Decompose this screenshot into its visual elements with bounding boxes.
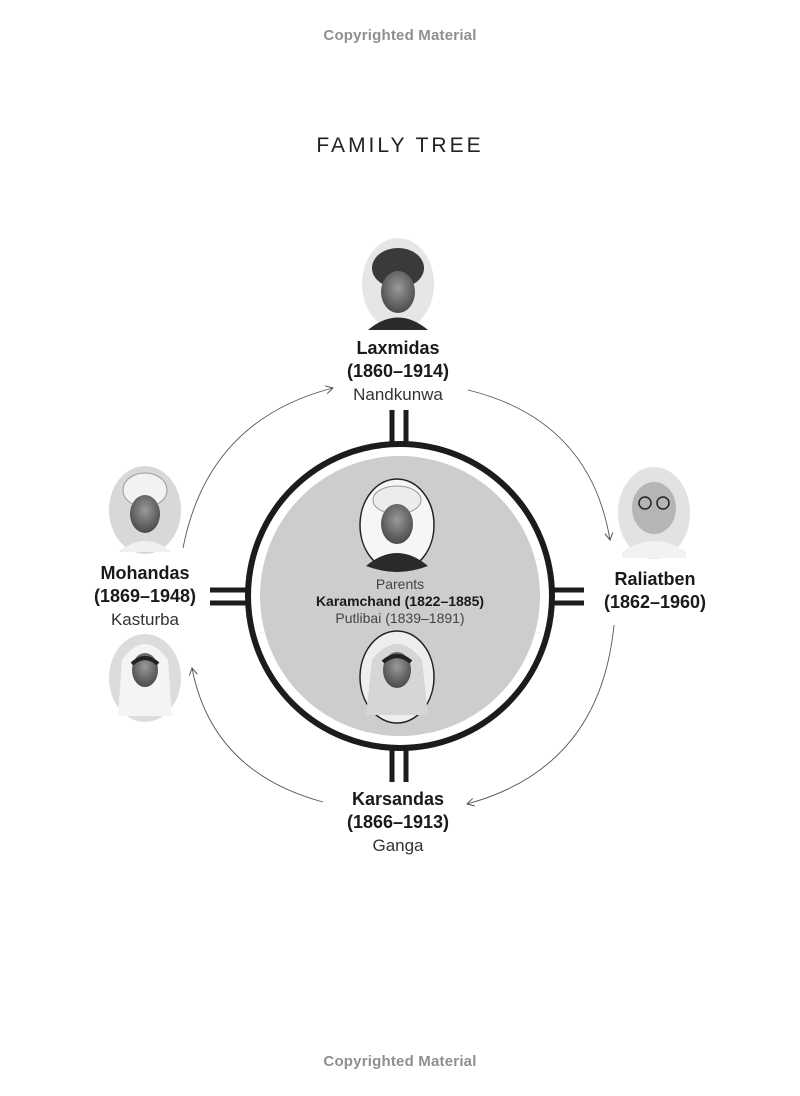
arrow-raliatben-to-karsandas (466, 624, 615, 807)
parents-block: Parents Karamchand (1822–1885) Putlibai … (250, 576, 550, 627)
connector-top (389, 410, 409, 446)
mohandas-spouse: Kasturba (110, 610, 180, 629)
laxmidas-spouse: Nandkunwa (353, 385, 443, 404)
father-name: Karamchand (1822–1885) (315, 593, 485, 609)
copyright-watermark-bottom: Copyrighted Material (323, 1053, 477, 1070)
raliatben-dates: (1862–1960) (603, 592, 707, 612)
laxmidas-dates: (1860–1914) (346, 361, 450, 381)
arrow-laxmidas-to-raliatben (467, 389, 614, 541)
karamchand-portrait (359, 478, 435, 572)
laxmidas-portrait (362, 238, 434, 330)
karsandas-spouse: Ganga (372, 836, 424, 855)
copyright-watermark-top: Copyrighted Material (323, 27, 477, 44)
outer-ring (245, 441, 555, 751)
laxmidas-name: Laxmidas (356, 338, 440, 358)
connector-left (210, 587, 250, 606)
page-title: FAMILY TREE (316, 134, 484, 157)
arrow-karsandas-to-mohandas (188, 667, 324, 803)
parents-circle (260, 456, 540, 736)
mohandas-portrait (109, 466, 181, 554)
karsandas-dates: (1866–1913) (346, 812, 450, 832)
raliatben-name: Raliatben (614, 569, 696, 589)
arrow-mohandas-to-laxmidas (182, 385, 334, 549)
mohandas-dates: (1869–1948) (93, 586, 197, 606)
karsandas-name: Karsandas (351, 789, 445, 809)
putlibai-portrait (359, 630, 435, 724)
child-laxmidas: Laxmidas (1860–1914) Nandkunwa (300, 337, 496, 406)
mohandas-name: Mohandas (100, 563, 190, 583)
mother-name: Putlibai (1839–1891) (335, 610, 465, 626)
raliatben-portrait (618, 467, 690, 559)
connector-right (550, 587, 584, 606)
parents-label: Parents (375, 576, 425, 592)
child-mohandas: Mohandas (1869–1948) Kasturba (60, 562, 230, 631)
kasturba-portrait (109, 634, 181, 722)
connector-bottom (389, 746, 409, 782)
child-raliatben: Raliatben (1862–1960) (570, 568, 740, 614)
child-karsandas: Karsandas (1866–1913) Ganga (300, 788, 496, 857)
